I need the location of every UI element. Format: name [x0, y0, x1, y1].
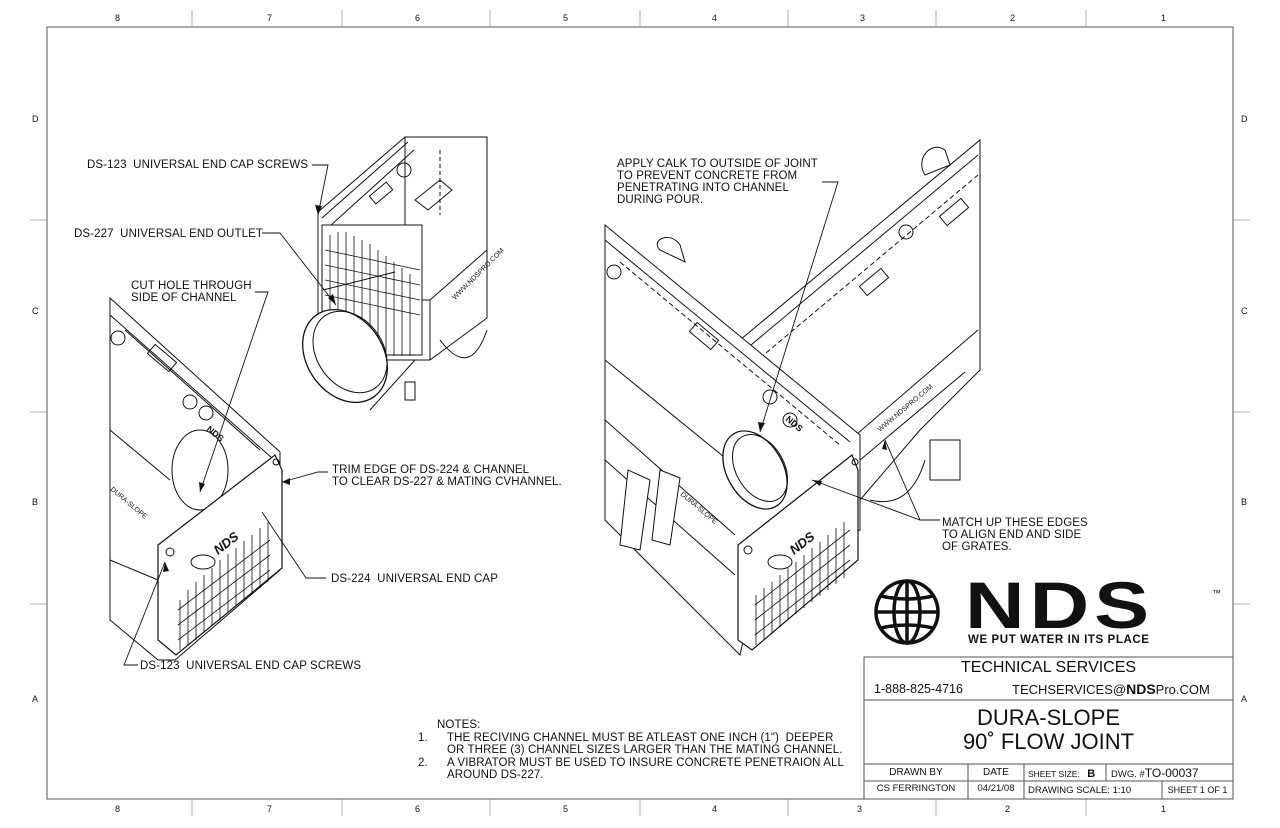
sheet-size-label: SHEET SIZE:	[1028, 769, 1080, 779]
end-cap-part: NDS	[157, 454, 283, 656]
callout-match-edges: MATCH UP THESE EDGES TO ALIGN END AND SI…	[942, 517, 1088, 553]
zone-letter: D	[1241, 114, 1248, 124]
zone-number: 7	[267, 804, 273, 814]
callout-cut-hole: CUT HOLE THROUGH SIDE OF CHANNEL	[131, 280, 252, 304]
note-number: 1.	[418, 732, 428, 744]
left-leader-lines	[123, 164, 337, 666]
note-text: THE RECIVING CHANNEL MUST BE ATLEAST ONE…	[447, 732, 843, 756]
zone-letter: D	[32, 114, 39, 124]
date-label: DATE	[983, 767, 1009, 778]
sheet-number: SHEET 1 OF 1	[1167, 785, 1228, 795]
dwg-number: DWG. #TO-00037	[1111, 766, 1199, 780]
zone-number: 8	[115, 804, 121, 814]
email-address: TECHSERVICES@NDSPro.COM	[1012, 681, 1210, 697]
zone-number: 2	[1010, 13, 1016, 23]
zone-letter: B	[1241, 497, 1248, 507]
right-leader-lines	[759, 181, 940, 521]
notes-title: NOTES:	[437, 719, 481, 731]
email-brand: NDS	[1126, 681, 1156, 697]
zone-number: 4	[712, 804, 718, 814]
callout-end-cap-screws-top: DS-123 UNIVERSAL END CAP SCREWS	[87, 159, 309, 171]
drawing-scale: DRAWING SCALE: 1:10	[1028, 785, 1132, 796]
zone-number: 8	[115, 13, 121, 23]
zone-number: 6	[415, 804, 421, 814]
department-label: TECHNICAL SERVICES	[960, 659, 1137, 676]
zone-number: 3	[860, 13, 866, 23]
callout-trim-edge: TRIM EDGE OF DS-224 & CHANNEL TO CLEAR D…	[332, 464, 562, 488]
sheet-size: SHEET SIZE: B	[1028, 768, 1095, 780]
globe-logo-icon	[874, 579, 940, 645]
date-value: 04/21/08	[977, 783, 1015, 794]
zone-letter: C	[1241, 306, 1248, 316]
logo-tm: ™	[1212, 588, 1221, 598]
callout-end-cap: DS-224 UNIVERSAL END CAP	[331, 573, 498, 585]
drawing-title-line1: DURA-SLOPE	[976, 705, 1121, 730]
zone-letter: A	[1241, 694, 1248, 704]
zone-number: 5	[563, 804, 569, 814]
note-text: A VIBRATOR MUST BE USED TO INSURE CONCRE…	[447, 757, 845, 781]
end-cap-part: NDS	[737, 454, 859, 651]
logo-brand: NDS	[965, 568, 1155, 642]
drawing-title-line2: 90˚ FLOW JOINT	[962, 729, 1135, 754]
callout-end-cap-screws-bottom: DS-123 UNIVERSAL END CAP SCREWS	[140, 660, 362, 672]
dwg-number-value: TO-00037	[1144, 766, 1199, 780]
zone-letter: B	[32, 497, 39, 507]
phone-number: 1-888-825-4716	[874, 682, 963, 696]
zone-number: 3	[857, 804, 863, 814]
drawn-by-value: CS FERRINGTON	[876, 783, 956, 794]
email-prefix: TECHSERVICES@	[1012, 682, 1127, 697]
dwg-number-label: DWG. #	[1111, 769, 1145, 780]
zone-number: 4	[712, 13, 718, 23]
zone-number: 5	[563, 13, 569, 23]
zone-number: 1	[1161, 804, 1167, 814]
zone-number: 7	[267, 13, 273, 23]
callout-end-outlet: DS-227 UNIVERSAL END OUTLET	[74, 228, 263, 240]
note-number: 2.	[418, 757, 428, 769]
end-outlet-part	[302, 224, 423, 411]
email-suffix: Pro.COM	[1155, 682, 1210, 697]
drawn-by-label: DRAWN BY	[889, 767, 943, 778]
zone-number: 1	[1161, 13, 1167, 23]
logo-tagline: WE PUT WATER IN ITS PLACE	[968, 634, 1150, 646]
callout-apply-calk: APPLY CALK TO OUTSIDE OF JOINT TO PREVEN…	[617, 158, 818, 206]
zone-letter: A	[32, 694, 39, 704]
zone-letter: C	[32, 306, 39, 316]
zone-number: 6	[415, 13, 421, 23]
zone-number: 2	[1005, 804, 1011, 814]
sheet-size-value: B	[1087, 768, 1096, 780]
